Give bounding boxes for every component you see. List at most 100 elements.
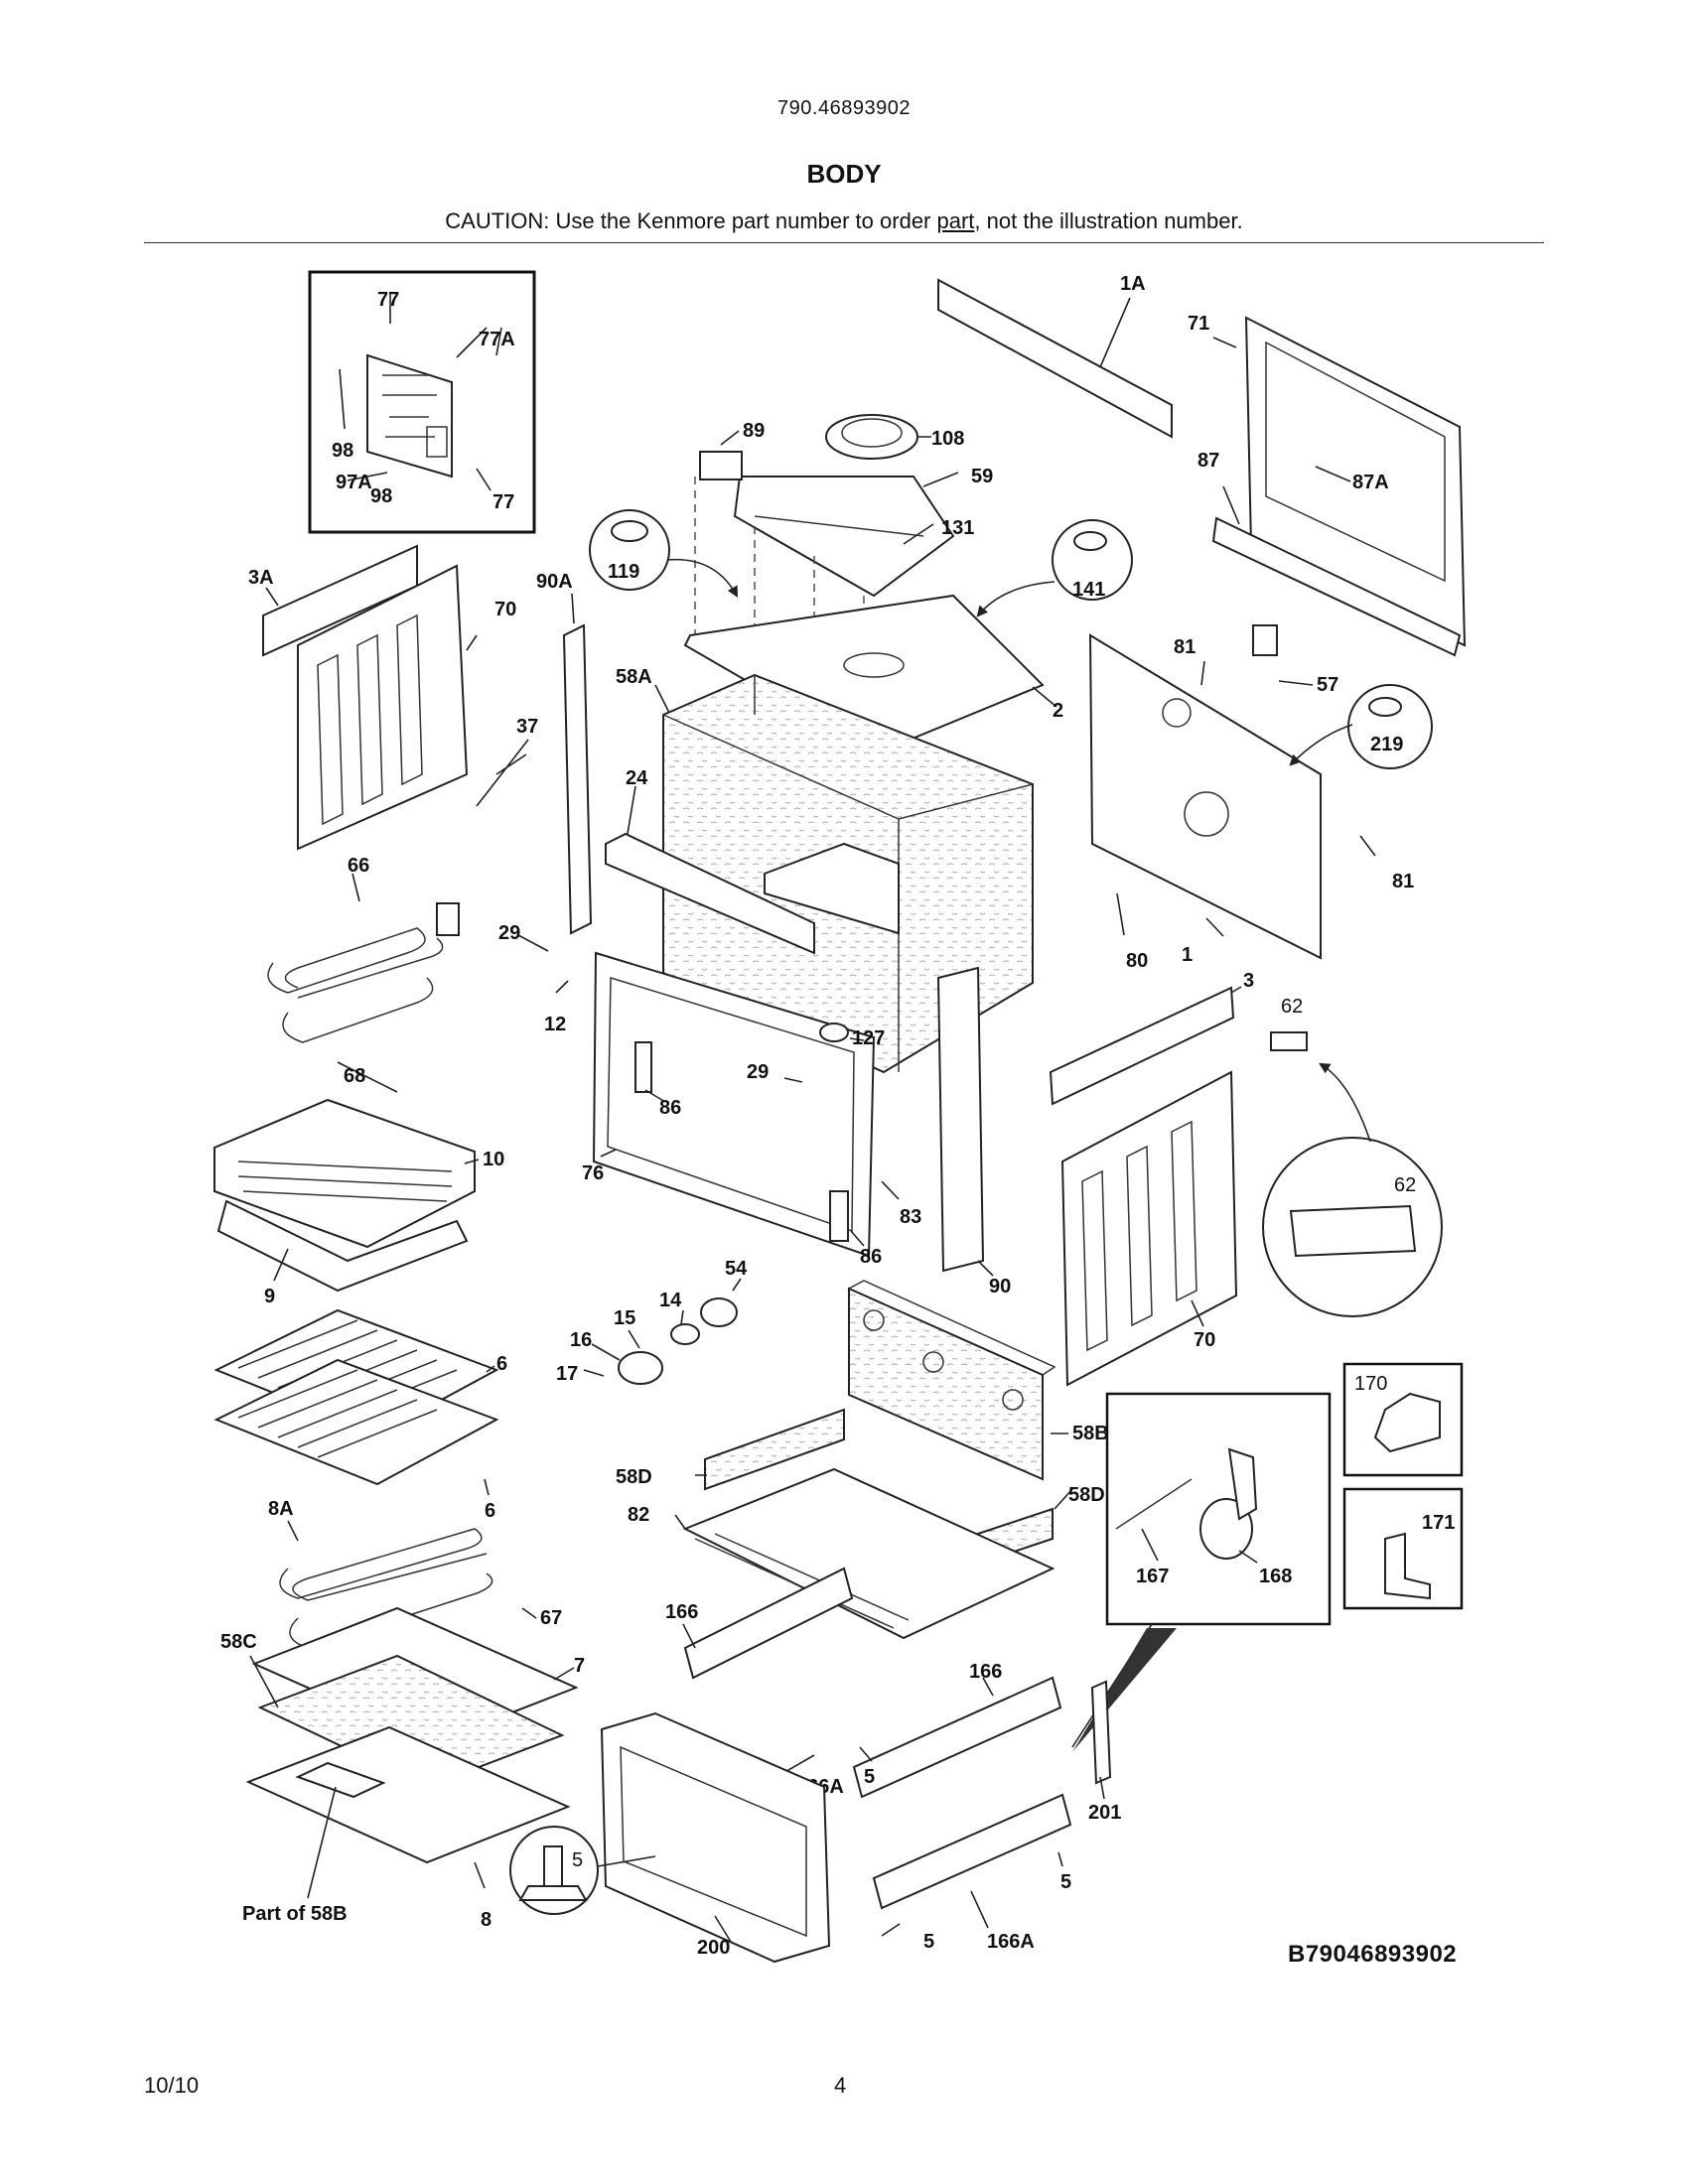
caution-suffix: , not the illustration number. bbox=[974, 208, 1243, 233]
part-24-rail: 24 bbox=[605, 767, 815, 955]
part-6-oven-racks: 6 6 bbox=[213, 1308, 507, 1522]
callout-24: 24 bbox=[626, 767, 648, 789]
callout-17: 17 bbox=[556, 1363, 578, 1385]
callout-86: 86 bbox=[659, 1097, 681, 1119]
callout-3A: 3A bbox=[248, 567, 274, 589]
part-171-bracket: 171 bbox=[1342, 1487, 1464, 1610]
callout-6-lower: 6 bbox=[485, 1500, 495, 1522]
callout-2: 2 bbox=[1053, 700, 1063, 722]
part-66-bake-element: 66 68 bbox=[267, 855, 460, 1093]
callout-77-lower: 77 bbox=[492, 491, 514, 513]
callout-5-right: 5 bbox=[1060, 1871, 1071, 1893]
part-1A-top-rail: 1A bbox=[937, 273, 1173, 439]
callout-70: 70 bbox=[494, 599, 516, 620]
callout-67: 67 bbox=[540, 1607, 562, 1629]
callout-131: 131 bbox=[941, 517, 974, 539]
part-167-168-detail: 167 168 bbox=[1071, 1392, 1332, 1752]
part-58C-bottom-insulation: 58C 7 Part of 58B 8 bbox=[220, 1606, 585, 1931]
callout-86-lower: 86 bbox=[860, 1246, 882, 1268]
section-title: BODY bbox=[806, 159, 882, 189]
callout-80: 80 bbox=[1126, 950, 1148, 972]
callout-6: 6 bbox=[496, 1353, 507, 1375]
callout-58D: 58D bbox=[616, 1466, 652, 1488]
part-70-left-panel: 3A 70 bbox=[248, 544, 516, 851]
callout-7: 7 bbox=[574, 1655, 585, 1677]
callout-58C: 58C bbox=[220, 1631, 257, 1653]
callout-12: 12 bbox=[544, 1014, 566, 1035]
callout-3: 3 bbox=[1243, 970, 1254, 992]
callout-89: 89 bbox=[743, 420, 765, 442]
part-70-right-panel: 3 70 bbox=[1049, 970, 1254, 1387]
callout-5: 5 bbox=[864, 1766, 875, 1788]
callout-119: 119 bbox=[608, 561, 639, 583]
callout-57: 57 bbox=[1317, 674, 1338, 696]
callout-58D-right: 58D bbox=[1068, 1484, 1105, 1506]
caution-note: CAUTION: Use the Kenmore part number to … bbox=[0, 208, 1688, 234]
callout-5-lower: 5 bbox=[923, 1931, 934, 1953]
callout-170: 170 bbox=[1354, 1373, 1387, 1395]
callout-1: 1 bbox=[1182, 944, 1193, 966]
callout-58A: 58A bbox=[616, 666, 652, 688]
part-2-top-plate: 2 bbox=[683, 594, 1063, 756]
part-lamp-assembly: 54 14 15 16 17 bbox=[556, 1258, 748, 1385]
part-166-slides: 166 166 166A 166A bbox=[665, 1567, 1072, 1953]
footer-date: 10/10 bbox=[144, 2073, 200, 2098]
callout-82: 82 bbox=[628, 1504, 649, 1526]
part-76-front-frame: 86 76 83 86 bbox=[582, 951, 921, 1268]
callout-108: 108 bbox=[931, 428, 964, 450]
callout-part-of-58B: Part of 58B bbox=[242, 1903, 348, 1925]
part-29-12-hardware: 29 12 bbox=[498, 922, 569, 1035]
callout-10: 10 bbox=[483, 1149, 504, 1170]
callout-8A: 8A bbox=[268, 1498, 294, 1520]
callout-62-detail: 62 bbox=[1394, 1174, 1416, 1196]
callout-68: 68 bbox=[344, 1065, 365, 1087]
thermal-switch-219: 219 bbox=[1289, 684, 1433, 769]
callout-87: 87 bbox=[1197, 450, 1219, 472]
callout-71: 71 bbox=[1188, 313, 1209, 335]
callout-66: 66 bbox=[348, 855, 369, 877]
callout-90A: 90A bbox=[536, 571, 573, 593]
part-10-broiler-pan: 10 9 bbox=[213, 1098, 504, 1307]
page-number: 4 bbox=[834, 2073, 847, 2098]
callout-76: 76 bbox=[582, 1162, 604, 1184]
caution-prefix: CAUTION: Use the Kenmore part number to … bbox=[445, 208, 937, 233]
callout-167: 167 bbox=[1136, 1566, 1169, 1587]
callout-1A: 1A bbox=[1120, 273, 1146, 295]
thermal-switch-141: 141 bbox=[976, 519, 1133, 617]
callout-166-right: 166 bbox=[969, 1661, 1002, 1683]
callout-16: 16 bbox=[570, 1329, 592, 1351]
callout-127: 127 bbox=[852, 1027, 885, 1049]
callout-14: 14 bbox=[659, 1290, 682, 1311]
callout-141: 141 bbox=[1072, 579, 1105, 601]
callout-83: 83 bbox=[900, 1206, 921, 1228]
callout-15: 15 bbox=[614, 1307, 635, 1329]
callout-5-detail: 5 bbox=[572, 1849, 583, 1871]
callout-166: 166 bbox=[665, 1601, 698, 1623]
caution-part-word: part bbox=[936, 208, 975, 233]
callout-166A-lower: 166A bbox=[987, 1931, 1035, 1953]
callout-77: 77 bbox=[377, 289, 399, 311]
callout-81: 81 bbox=[1174, 636, 1196, 658]
callout-98-lower: 98 bbox=[370, 485, 392, 507]
part-170-bracket: 170 bbox=[1342, 1362, 1464, 1477]
callout-171: 171 bbox=[1422, 1512, 1455, 1534]
header-rule bbox=[144, 242, 1544, 243]
part-200-drawer-frame: 200 201 bbox=[600, 1680, 1121, 1964]
callout-70-right: 70 bbox=[1194, 1329, 1215, 1351]
callout-98: 98 bbox=[332, 440, 353, 462]
callout-62: 62 bbox=[1281, 996, 1303, 1018]
callout-8: 8 bbox=[481, 1909, 492, 1931]
callout-90: 90 bbox=[989, 1276, 1011, 1297]
callout-37: 37 bbox=[516, 716, 538, 738]
part-58A-oven-cavity: 58A bbox=[616, 666, 1034, 1074]
callout-29-inner: 29 bbox=[747, 1061, 769, 1083]
callout-219: 219 bbox=[1370, 734, 1403, 755]
model-number: 790.46893902 bbox=[777, 97, 911, 119]
callout-200: 200 bbox=[697, 1937, 730, 1959]
part-37-sensor: 37 bbox=[476, 716, 538, 807]
base-frame bbox=[682, 1467, 1055, 1640]
part-1-rear-panel: 81 57 81 1 80 bbox=[1088, 624, 1414, 972]
part-62-terminal-block: 62 62 bbox=[1262, 996, 1443, 1317]
callout-9: 9 bbox=[264, 1286, 275, 1307]
